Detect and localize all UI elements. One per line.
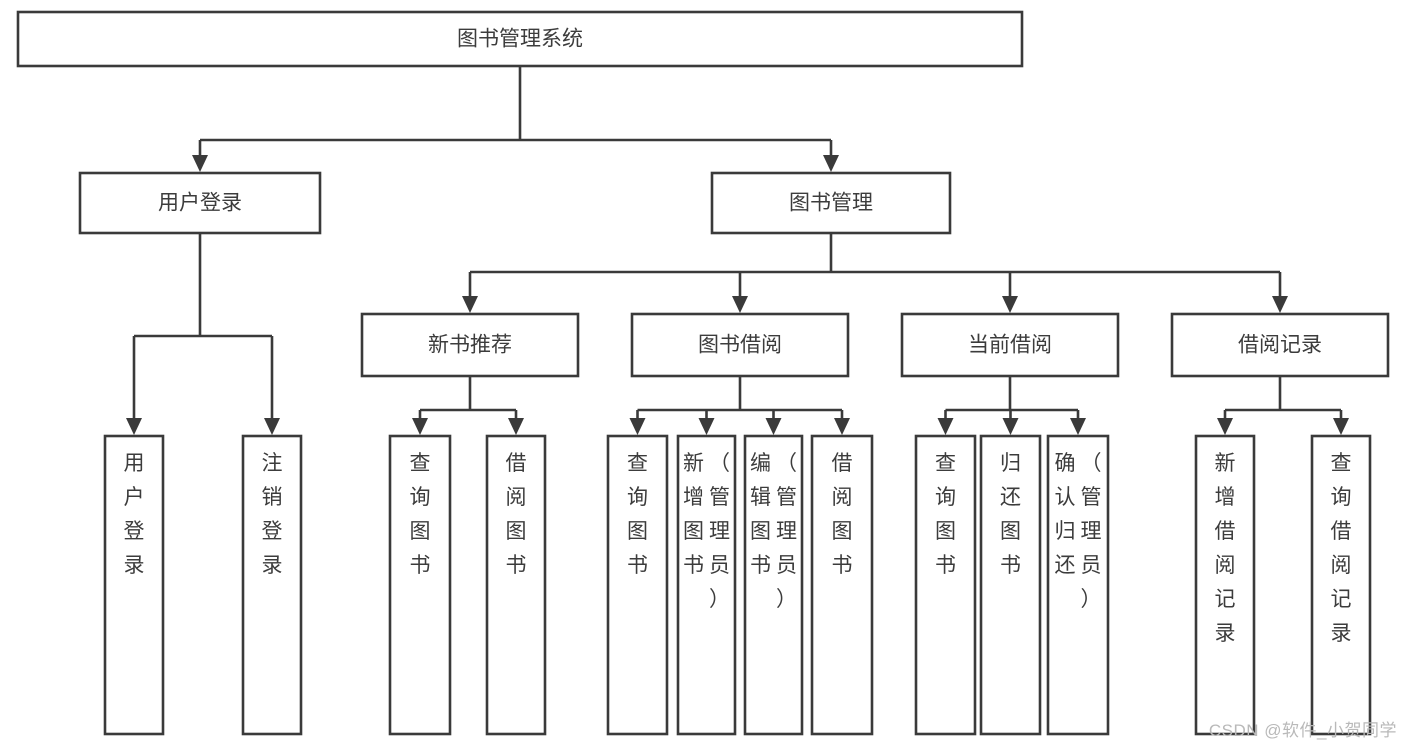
node-box-leaf-recommend-borrow[interactable] xyxy=(485,434,547,736)
node-leaf-borrow-lend[interactable]: 借阅图书 xyxy=(810,434,874,736)
node-label-leaf-borrow-add-line1: 新增图书 xyxy=(683,452,704,577)
node-label-leaf-record-add: 新增借阅记录 xyxy=(1215,452,1236,645)
node-box-borrow-record[interactable] xyxy=(1170,312,1390,378)
node-label-leaf-recommend-query: 查询图书 xyxy=(410,452,431,577)
node-box-leaf-current-return[interactable] xyxy=(979,434,1042,736)
node-book-borrow[interactable]: 图书借阅 xyxy=(630,312,850,378)
node-box-current-borrow[interactable] xyxy=(900,312,1120,378)
arrow-icon-new-book-recommend xyxy=(462,296,478,313)
node-box-leaf-borrow-query[interactable] xyxy=(606,434,669,736)
node-label-leaf-borrow-edit-line1: 编辑图书 xyxy=(750,452,771,577)
node-box-leaf-user-logout[interactable] xyxy=(241,434,303,736)
node-user-login[interactable]: 用户登录 xyxy=(78,171,322,235)
node-label-leaf-user-logout: 注销登录 xyxy=(262,452,283,577)
arrow-icon-leaf-user-logout xyxy=(264,418,280,435)
node-leaf-user-login[interactable]: 用户登录 xyxy=(103,434,165,736)
node-leaf-user-logout[interactable]: 注销登录 xyxy=(241,434,303,736)
node-box-root[interactable] xyxy=(16,10,1024,68)
node-box-leaf-user-login[interactable] xyxy=(103,434,165,736)
arrow-icon-book-manage xyxy=(823,155,839,172)
node-label-leaf-borrow-lend: 借阅图书 xyxy=(832,452,853,577)
arrow-icon-user-login xyxy=(192,155,208,172)
node-leaf-borrow-query[interactable]: 查询图书 xyxy=(606,434,669,736)
node-leaf-borrow-add[interactable]: 新增图书（管理员） xyxy=(676,434,737,736)
arrow-icon-leaf-recommend-borrow xyxy=(508,418,524,435)
node-leaf-current-confirm[interactable]: 确认归还（管理员） xyxy=(1046,434,1110,736)
node-box-new-book-recommend[interactable] xyxy=(360,312,580,378)
node-borrow-record[interactable]: 借阅记录 xyxy=(1170,312,1390,378)
arrow-icon-borrow-record xyxy=(1272,296,1288,313)
node-label-current-borrow: 当前借阅 xyxy=(968,334,1052,357)
arrow-icon-leaf-borrow-lend xyxy=(834,418,850,435)
node-leaf-recommend-borrow[interactable]: 借阅图书 xyxy=(485,434,547,736)
node-label-leaf-current-query: 查询图书 xyxy=(935,452,956,577)
node-root[interactable]: 图书管理系统 xyxy=(16,10,1024,68)
node-leaf-record-query[interactable]: 查询借阅记录 xyxy=(1310,434,1372,736)
node-label-new-book-recommend: 新书推荐 xyxy=(428,334,512,357)
node-label-leaf-user-login: 用户登录 xyxy=(124,452,145,577)
node-new-book-recommend[interactable]: 新书推荐 xyxy=(360,312,580,378)
node-box-leaf-record-query[interactable] xyxy=(1310,434,1372,736)
connector-layer xyxy=(126,66,1349,435)
node-label-leaf-current-confirm-line1: 确认归还 xyxy=(1055,452,1076,577)
arrow-icon-leaf-borrow-query xyxy=(629,418,646,435)
arrow-icon-leaf-record-query xyxy=(1333,418,1349,435)
node-box-leaf-recommend-query[interactable] xyxy=(388,434,452,736)
node-current-borrow[interactable]: 当前借阅 xyxy=(900,312,1120,378)
arrow-icon-leaf-current-return xyxy=(1002,418,1019,435)
arrow-icon-leaf-current-query xyxy=(937,418,954,435)
node-box-leaf-borrow-lend[interactable] xyxy=(810,434,874,736)
node-label-root: 图书管理系统 xyxy=(457,28,583,51)
node-label-book-manage: 图书管理 xyxy=(789,192,873,215)
node-leaf-borrow-edit[interactable]: 编辑图书（管理员） xyxy=(743,434,804,736)
node-label-book-borrow: 图书借阅 xyxy=(698,334,782,357)
node-box-leaf-current-query[interactable] xyxy=(914,434,977,736)
node-box-user-login[interactable] xyxy=(78,171,322,235)
arrow-icon-leaf-user-login xyxy=(126,418,142,435)
node-leaf-current-return[interactable]: 归还图书 xyxy=(979,434,1042,736)
node-label-leaf-borrow-add-line2: （管理员） xyxy=(709,452,730,611)
csdn-watermark: CSDN @软件_小贺同学 xyxy=(1208,721,1397,740)
node-label-leaf-current-confirm-line2: （管理员） xyxy=(1081,452,1102,611)
arrow-icon-leaf-recommend-query xyxy=(412,418,428,435)
node-label-leaf-borrow-edit-line2: （管理员） xyxy=(776,452,797,611)
arrow-icon-leaf-record-add xyxy=(1217,418,1233,435)
arrow-icon-leaf-borrow-add xyxy=(698,418,715,435)
node-leaf-recommend-query[interactable]: 查询图书 xyxy=(388,434,452,736)
node-label-borrow-record: 借阅记录 xyxy=(1238,334,1322,357)
node-label-leaf-current-return: 归还图书 xyxy=(1000,452,1021,577)
node-box-leaf-borrow-edit[interactable] xyxy=(743,434,804,736)
node-label-leaf-borrow-query: 查询图书 xyxy=(627,452,648,577)
node-box-book-borrow[interactable] xyxy=(630,312,850,378)
node-layer: 图书管理系统用户登录图书管理新书推荐图书借阅当前借阅借阅记录用户登录注销登录查询… xyxy=(16,10,1390,736)
node-label-leaf-recommend-borrow: 借阅图书 xyxy=(506,452,527,577)
node-label-leaf-record-query: 查询借阅记录 xyxy=(1331,452,1352,645)
node-box-leaf-current-confirm[interactable] xyxy=(1046,434,1110,736)
arrow-icon-leaf-current-confirm xyxy=(1070,418,1086,435)
node-box-leaf-borrow-add[interactable] xyxy=(676,434,737,736)
node-book-manage[interactable]: 图书管理 xyxy=(710,171,952,235)
node-label-user-login: 用户登录 xyxy=(158,192,242,215)
node-box-book-manage[interactable] xyxy=(710,171,952,235)
node-leaf-record-add[interactable]: 新增借阅记录 xyxy=(1194,434,1256,736)
arrow-icon-leaf-borrow-edit xyxy=(765,418,782,435)
node-box-leaf-record-add[interactable] xyxy=(1194,434,1256,736)
arrow-icon-book-borrow xyxy=(732,296,748,313)
arrow-icon-current-borrow xyxy=(1002,296,1018,313)
node-leaf-current-query[interactable]: 查询图书 xyxy=(914,434,977,736)
